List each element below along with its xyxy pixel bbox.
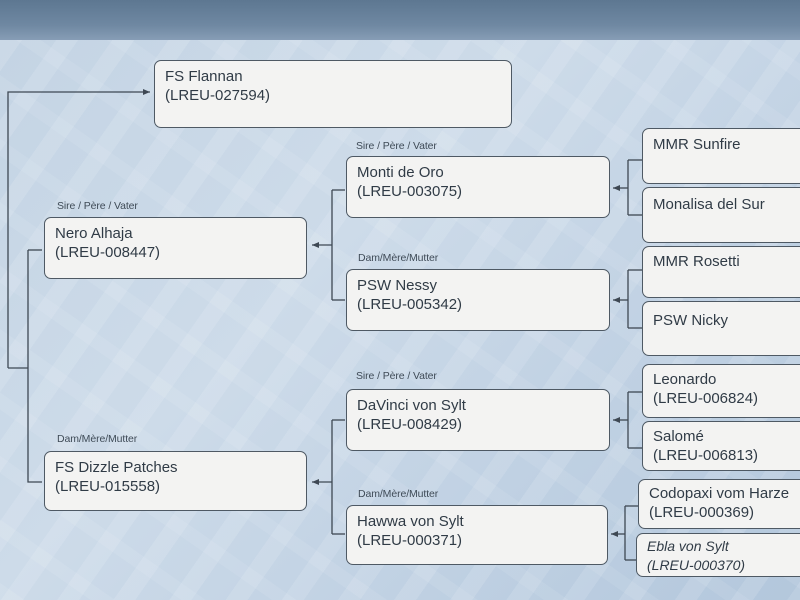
gen3-dd-dam-registration: (LREU-000370) bbox=[647, 557, 746, 573]
dam-label: Dam/Mère/Mutter bbox=[57, 433, 138, 445]
gen3-ds-dam-registration: (LREU-006813) bbox=[653, 447, 759, 464]
sire-label: Sire / Père / Vater bbox=[57, 200, 138, 212]
sire-registration: (LREU-008447) bbox=[55, 244, 161, 261]
sire-dam-label: Dam/Mère/Mutter bbox=[358, 252, 439, 264]
sire-name: Nero Alhaja bbox=[55, 225, 133, 242]
dam-sire-box: DaVinci von Sylt (LREU-008429) bbox=[346, 389, 610, 451]
gen3-ss-dam-box: Monalisa del Sur bbox=[642, 187, 800, 243]
sire-sire-name: Monti de Oro bbox=[357, 164, 444, 181]
gen3-dd-dam-name: Ebla von Sylt bbox=[647, 538, 729, 554]
horse-registration: (LREU-027594) bbox=[165, 87, 271, 104]
dam-sire-registration: (LREU-008429) bbox=[357, 416, 463, 433]
gen3-sd-dam-name: PSW Nicky bbox=[653, 312, 728, 329]
gen3-dd-sire-registration: (LREU-000369) bbox=[649, 504, 755, 521]
gen3-ss-sire-name: MMR Sunfire bbox=[653, 136, 741, 153]
horse-box: FS Flannan (LREU-027594) bbox=[154, 60, 512, 128]
background-top-edge bbox=[0, 0, 800, 42]
sire-sire-registration: (LREU-003075) bbox=[357, 183, 463, 200]
sire-sire-box: Monti de Oro (LREU-003075) bbox=[346, 156, 610, 218]
sire-dam-box: PSW Nessy (LREU-005342) bbox=[346, 269, 610, 331]
gen3-sd-sire-box: MMR Rosetti bbox=[642, 246, 800, 298]
sire-sire-label: Sire / Père / Vater bbox=[356, 140, 437, 152]
gen3-sd-sire-name: MMR Rosetti bbox=[653, 253, 740, 270]
dam-name: FS Dizzle Patches bbox=[55, 459, 178, 476]
dam-dam-name: Hawwa von Sylt bbox=[357, 513, 464, 530]
dam-dam-label: Dam/Mère/Mutter bbox=[358, 488, 439, 500]
gen3-dd-dam-box: Ebla von Sylt (LREU-000370) bbox=[636, 533, 800, 577]
sire-dam-name: PSW Nessy bbox=[357, 277, 438, 294]
gen3-dd-sire-box: Codopaxi vom Harze (LREU-000369) bbox=[638, 479, 800, 529]
dam-registration: (LREU-015558) bbox=[55, 478, 161, 495]
gen3-ds-sire-registration: (LREU-006824) bbox=[653, 390, 759, 407]
gen3-sd-dam-box: PSW Nicky bbox=[642, 301, 800, 356]
gen3-ds-dam-box: Salomé (LREU-006813) bbox=[642, 421, 800, 471]
gen3-ss-dam-name: Monalisa del Sur bbox=[653, 196, 765, 213]
sire-box: Nero Alhaja (LREU-008447) bbox=[44, 217, 307, 279]
gen3-ss-sire-box: MMR Sunfire bbox=[642, 128, 800, 184]
horse-name: FS Flannan bbox=[165, 68, 243, 85]
dam-sire-label: Sire / Père / Vater bbox=[356, 370, 437, 382]
gen3-ds-dam-name: Salomé bbox=[653, 428, 704, 445]
gen3-ds-sire-name: Leonardo bbox=[653, 371, 717, 388]
dam-dam-registration: (LREU-000371) bbox=[357, 532, 463, 549]
dam-sire-name: DaVinci von Sylt bbox=[357, 397, 466, 414]
dam-box: FS Dizzle Patches (LREU-015558) bbox=[44, 451, 307, 511]
dam-dam-box: Hawwa von Sylt (LREU-000371) bbox=[346, 505, 608, 565]
gen3-ds-sire-box: Leonardo (LREU-006824) bbox=[642, 364, 800, 418]
gen3-dd-sire-name: Codopaxi vom Harze bbox=[649, 485, 790, 502]
sire-dam-registration: (LREU-005342) bbox=[357, 296, 463, 313]
